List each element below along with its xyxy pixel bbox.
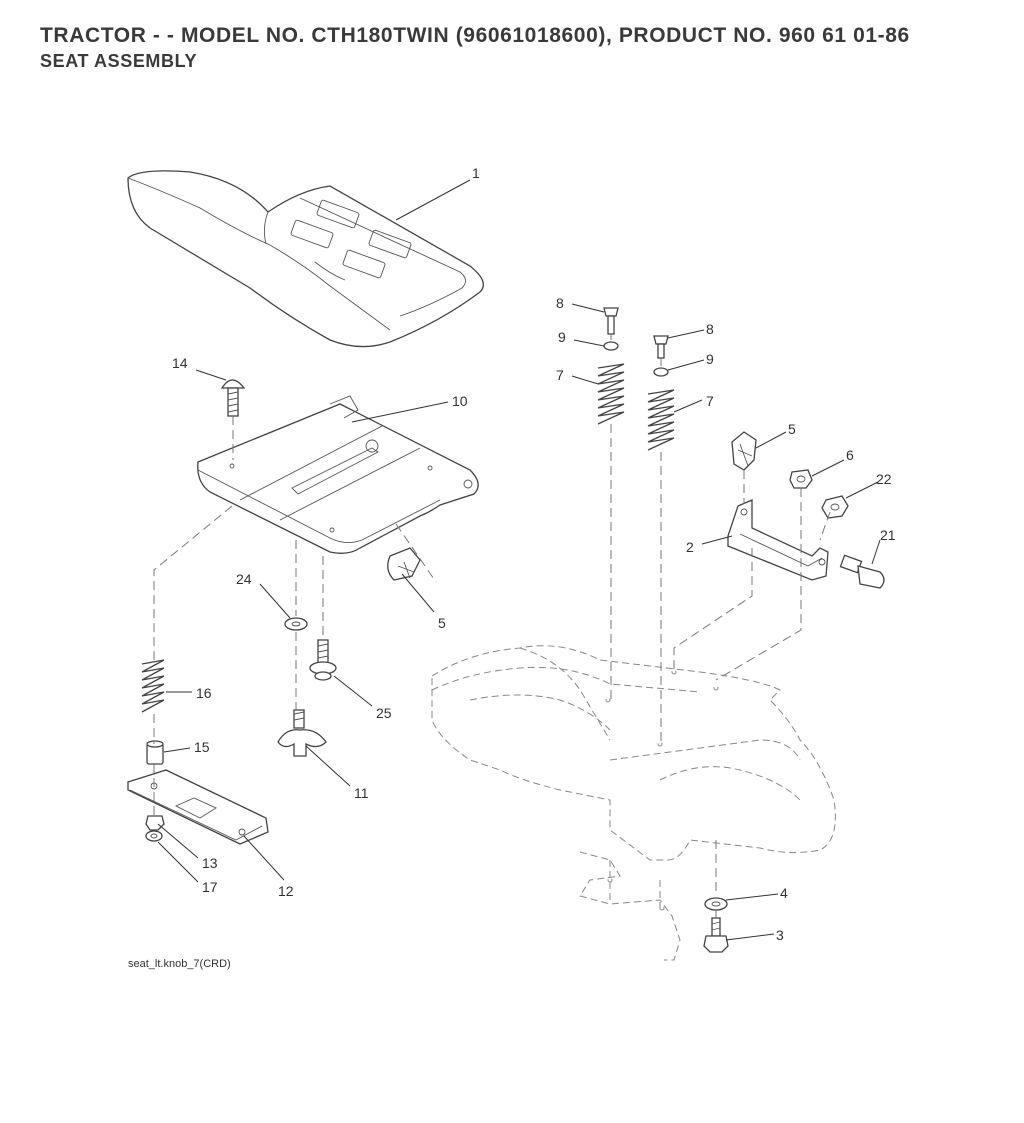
seat-switch-left-part [387,547,421,581]
washer-9-left-part [603,341,619,351]
nut-6-part [789,469,813,489]
spacer-part [146,740,164,765]
tractor-fender-phantom [431,645,836,961]
callout-25: 25 [376,705,392,721]
callout-11: 11 [354,785,369,801]
callout-9-right: 9 [706,351,714,367]
callout-12: 12 [278,883,294,899]
callout-21: 21 [880,527,896,543]
callout-10: 10 [452,393,468,409]
knob-part [277,709,327,757]
callout-15: 15 [194,739,210,755]
washer-4-part [704,897,728,911]
nut-13-part [145,815,165,831]
callout-17: 17 [202,879,218,895]
bracket-2-part [727,499,829,581]
bracket-plate-part [127,769,269,845]
callout-labels: 1 14 10 5 24 25 11 16 15 12 13 17 8 9 7 … [172,165,896,943]
shoulder-bolt-21-part [839,554,885,589]
callout-7-left: 7 [556,367,564,383]
page-subtitle: SEAT ASSEMBLY [40,51,198,71]
spring-7-right-part [647,389,675,451]
nut-22-part [821,495,849,519]
spring-7-left-part [597,363,625,425]
washer-24-part [284,617,308,631]
callout-16: 16 [196,685,212,701]
seat-pan-part [197,395,479,554]
seat-part [127,170,484,348]
callout-6: 6 [846,447,854,463]
seat-switch-right-part [731,431,757,471]
callout-8-right: 8 [706,321,714,337]
carriage-bolt-part [220,379,246,417]
callout-4: 4 [780,885,788,901]
page-title: TRACTOR - - MODEL NO. CTH180TWIN (960610… [40,24,910,47]
callout-9-left: 9 [558,329,566,345]
leader-lines [157,179,881,941]
bolt-8-left-part [603,307,619,335]
washer-9-right-part [653,367,669,377]
callout-1: 1 [472,165,480,181]
callout-24: 24 [236,571,252,587]
bolt-3-part [703,917,729,953]
callout-14: 14 [172,355,188,371]
bolt-8-right-part [653,335,669,359]
assembly-lines [153,334,831,918]
callout-13: 13 [202,855,218,871]
callout-5-right: 5 [788,421,796,437]
callout-7-right: 7 [706,393,714,409]
drawing-reference: seat_lt.knob_7(CRD) [128,958,231,970]
callout-22: 22 [876,471,892,487]
shoulder-bolt-part [309,639,337,681]
callout-5-left: 5 [438,615,446,631]
callout-2: 2 [686,539,694,555]
washer-17-part [145,830,163,842]
spring-16-part [141,659,165,713]
callout-8-left: 8 [556,295,564,311]
callout-3: 3 [776,927,784,943]
